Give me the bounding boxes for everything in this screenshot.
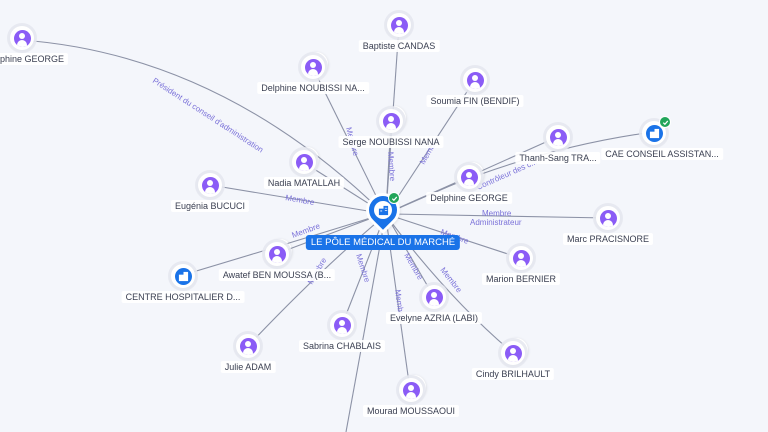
person-icon	[382, 112, 400, 130]
avatar[interactable]	[330, 313, 354, 337]
avatar[interactable]	[292, 147, 319, 174]
node-label[interactable]: Marc PRACISNORE	[562, 233, 654, 245]
edge-label-president: Président du conseil d'administration	[151, 76, 265, 154]
avatar[interactable]	[198, 173, 222, 197]
person-icon	[239, 337, 257, 355]
edge-offscreen-bottom	[345, 217, 386, 432]
avatar[interactable]	[457, 162, 484, 189]
node-label[interactable]: Thanh-Sang TRA...	[515, 152, 601, 164]
person-icon	[425, 288, 443, 306]
edge-label-membre-baptiste: Membre	[386, 152, 397, 182]
edge-awatef-ben-moussa	[275, 214, 381, 255]
person-icon	[13, 29, 31, 47]
avatar[interactable]	[642, 116, 671, 145]
avatar[interactable]	[387, 13, 411, 37]
person-icon	[599, 209, 617, 227]
person-icon	[295, 153, 313, 171]
avatar[interactable]	[463, 68, 487, 92]
node-label[interactable]: Evelyne AZRIA (LABI)	[385, 312, 483, 324]
avatar[interactable]	[379, 106, 406, 133]
node-label[interactable]: Soumia FIN (BENDIF)	[426, 95, 524, 107]
avatar[interactable]	[422, 285, 446, 309]
edge-label-membre-evelyne: Membre	[402, 252, 425, 282]
center-label[interactable]: LE PÔLE MÉDICAL DU MARCHÉ	[305, 235, 461, 250]
avatar[interactable]	[301, 52, 328, 79]
avatar[interactable]	[509, 246, 533, 270]
verified-check-icon	[659, 116, 671, 128]
avatar[interactable]	[10, 26, 34, 50]
building-icon	[174, 267, 192, 285]
person-icon	[390, 16, 408, 34]
node-label[interactable]: Sabrina CHABLAIS	[298, 340, 386, 352]
edge-label-membre-eugenia: Membre	[285, 193, 316, 207]
person-icon	[466, 71, 484, 89]
node-label[interactable]: CENTRE HOSPITALIER D...	[121, 291, 245, 303]
node-label[interactable]: Nadia MATALLAH	[263, 177, 345, 189]
edge-centre-hospitalier	[182, 214, 381, 276]
node-label[interactable]: phine GEORGE	[0, 53, 69, 65]
verified-check-icon	[388, 192, 400, 204]
person-icon	[549, 128, 567, 146]
node-label[interactable]: Cindy BRILHAULT	[471, 368, 555, 380]
node-label[interactable]: CAE CONSEIL ASSISTAN...	[601, 148, 723, 160]
edge-label-membre-admin: Membre	[482, 209, 512, 218]
node-label[interactable]: Mourad MOUSSAOUI	[362, 405, 460, 417]
node-label[interactable]: Baptiste CANDAS	[358, 40, 440, 52]
node-label[interactable]: Serge NOUBISSI NANA	[338, 136, 444, 148]
avatar[interactable]	[399, 375, 426, 402]
avatar[interactable]	[596, 206, 620, 230]
edge-label-membre-sabrina: Membre	[354, 253, 372, 284]
person-icon	[512, 249, 530, 267]
avatar[interactable]	[265, 239, 292, 266]
node-label[interactable]: Marion BERNIER	[481, 273, 561, 285]
edge-label-administrateur: Administrateur	[470, 218, 522, 227]
person-icon	[460, 168, 478, 186]
node-label[interactable]: Delphine GEORGE	[426, 192, 512, 204]
edge-delphine-george-left	[21, 39, 383, 213]
edge-marc-pracisnore	[391, 213, 608, 219]
person-icon	[333, 316, 351, 334]
avatar[interactable]	[501, 338, 528, 365]
node-label[interactable]: Awatef BEN MOUSSA (B...	[218, 269, 336, 281]
avatar[interactable]	[171, 264, 195, 288]
person-icon	[201, 176, 219, 194]
edge-eugenia-bucuci	[209, 184, 381, 214]
person-icon	[268, 245, 286, 263]
avatar[interactable]	[546, 125, 570, 149]
node-label[interactable]: Delphine NOUBISSI NA...	[257, 82, 369, 94]
building-icon	[645, 124, 663, 142]
node-label[interactable]: Julie ADAM	[220, 361, 276, 373]
person-icon	[402, 381, 420, 399]
person-icon	[304, 58, 322, 76]
node-label[interactable]: Eugénia BUCUCI	[170, 200, 250, 212]
person-icon	[504, 344, 522, 362]
avatar[interactable]	[236, 334, 260, 358]
building-icon	[374, 201, 392, 219]
edge-evelyne-azria	[387, 217, 435, 298]
